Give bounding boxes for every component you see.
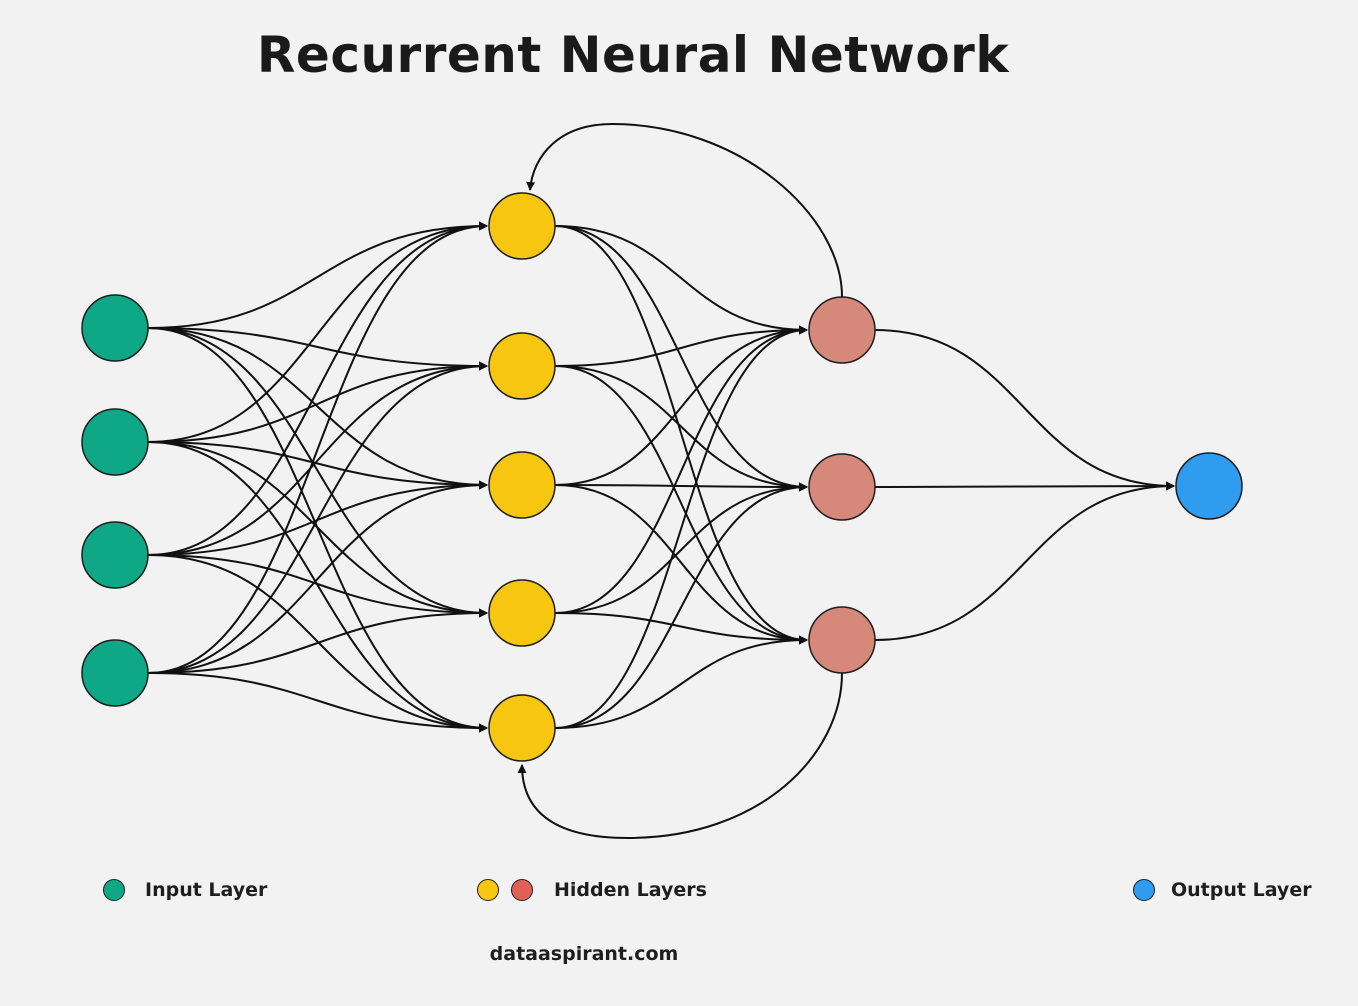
edge-hidden1-2-to-hidden2-0	[554, 325, 808, 486]
legend-output-label: Output Layer	[1171, 879, 1312, 901]
hidden2-node-2	[808, 606, 876, 674]
edge-hidden2-0-to-output-0	[874, 329, 1175, 491]
edge-input-1-to-hidden1-0	[147, 221, 488, 443]
legend-input-label: Input Layer	[145, 879, 268, 901]
edge-hidden1-2-to-hidden2-1	[554, 482, 808, 492]
edge-input-3-to-hidden1-3	[147, 608, 488, 674]
edge-hidden1-4-to-hidden2-0	[554, 325, 808, 729]
edge-hidden1-1-to-hidden2-1	[554, 365, 808, 492]
edge-hidden1-3-to-hidden2-1	[554, 482, 808, 614]
edge-input-0-to-hidden1-0	[147, 221, 488, 329]
edge-hidden1-3-to-hidden2-2	[554, 612, 808, 645]
edge-hidden1-1-to-hidden2-0	[554, 325, 808, 367]
hidden1-node-2	[488, 451, 556, 519]
page-title: Recurrent Neural Network	[256, 26, 1010, 84]
input-node-0	[81, 294, 149, 362]
legend-input: Input Layer	[103, 879, 267, 901]
edge-hidden1-4-to-hidden2-1	[554, 482, 808, 729]
edge-input-3-to-hidden1-2	[147, 480, 488, 674]
edge-hidden2-1-to-output-0	[874, 481, 1175, 491]
legend-hidden: Hidden Layers	[477, 879, 707, 901]
hidden1-node-3	[488, 579, 556, 647]
edge-hidden1-4-to-hidden2-2	[554, 635, 808, 729]
hidden-layer-1-swatch	[477, 879, 499, 901]
edge-hidden2-2-to-output-0	[874, 481, 1175, 641]
legend-hidden-label: Hidden Layers	[554, 879, 707, 901]
edge-hidden1-2-to-hidden2-2	[554, 484, 808, 645]
hidden1-node-1	[488, 332, 556, 400]
output-layer-swatch	[1133, 879, 1155, 901]
legend-output: Output Layer	[1133, 879, 1312, 901]
edge-input-1-to-hidden1-2	[147, 441, 488, 490]
edge-hidden1-0-to-hidden2-0	[554, 225, 808, 335]
edge-input-1-to-hidden1-1	[147, 361, 488, 443]
edge-input-0-to-hidden1-2	[147, 327, 488, 490]
edge-hidden1-0-to-hidden2-2	[554, 225, 808, 645]
hidden1-node-4	[488, 694, 556, 762]
edge-input-2-to-hidden1-1	[147, 361, 488, 556]
hidden1-node-0	[488, 192, 556, 260]
input-layer-swatch	[103, 879, 125, 901]
edge-hidden1-0-to-hidden2-1	[554, 225, 808, 492]
edge-input-3-to-hidden1-0	[147, 221, 488, 674]
edge-input-3-to-hidden1-4	[147, 672, 488, 733]
footer-source: dataaspirant.com	[489, 943, 679, 965]
edge-input-0-to-hidden1-1	[147, 327, 488, 371]
edge-input-3-to-hidden1-1	[147, 361, 488, 674]
edge-input-2-to-hidden1-4	[147, 554, 488, 733]
recurrent-edge-bottom	[517, 672, 843, 840]
recurrent-edge-top	[526, 122, 843, 298]
input-node-2	[81, 521, 149, 589]
hidden2-node-1	[808, 453, 876, 521]
hidden-layer-2-swatch	[511, 879, 533, 901]
output-node-0	[1175, 452, 1243, 520]
input-node-1	[81, 408, 149, 476]
hidden2-node-0	[808, 296, 876, 364]
edge-input-1-to-hidden1-3	[147, 441, 488, 618]
edge-input-2-to-hidden1-3	[147, 554, 488, 618]
input-node-3	[81, 639, 149, 707]
edge-input-2-to-hidden1-0	[147, 221, 488, 556]
edge-input-0-to-hidden1-3	[147, 327, 488, 618]
edge-hidden1-1-to-hidden2-2	[554, 365, 808, 645]
edge-hidden1-3-to-hidden2-0	[554, 325, 808, 614]
